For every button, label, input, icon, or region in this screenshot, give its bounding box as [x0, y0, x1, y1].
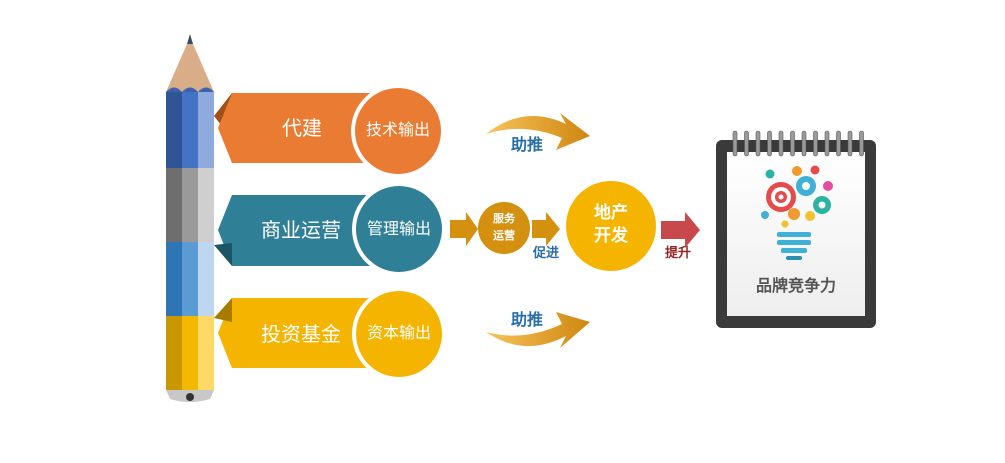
row-commercial-output: 管理输出 [366, 219, 431, 238]
service-line2: 运营 [493, 229, 515, 242]
ribbon-banner [218, 298, 372, 368]
row-fund-output: 资本输出 [366, 323, 431, 342]
push-label-bottom: 助推 [510, 310, 543, 329]
pencil-seg-2c [198, 168, 214, 242]
curved-arrow-top [486, 113, 590, 150]
pencil [166, 34, 214, 402]
service-line1: 服务 [493, 212, 515, 225]
pencil-seg-2a [166, 168, 182, 242]
ribbon-badge [356, 186, 442, 272]
card-ring [801, 130, 807, 157]
card-ring [847, 130, 853, 157]
row-daijian-label: 代建 [282, 116, 322, 140]
card-ring [755, 130, 761, 157]
push-label-top: 助推 [510, 135, 543, 154]
pencil-seg-3a [166, 242, 182, 316]
card-ring [767, 130, 772, 157]
service-circle [478, 202, 530, 254]
card-ring [859, 130, 864, 157]
card-ring [732, 130, 738, 157]
ribbon-fold [214, 298, 232, 322]
ribbon-banner [218, 93, 374, 163]
row-commercial-label: 商业运营 [261, 218, 341, 242]
pencil-end-dot [186, 393, 194, 401]
pencil-tip [166, 44, 214, 92]
card-ring [790, 130, 795, 157]
develop-circle [566, 181, 656, 271]
card-ring [824, 130, 830, 157]
row-daijian-output: 技术输出 [365, 120, 430, 139]
pencil-seg-4c [198, 316, 214, 390]
develop-line1: 地产 [594, 203, 628, 223]
card-rings [732, 130, 864, 157]
row-commercial [214, 182, 446, 276]
pencil-seg-4a [166, 316, 182, 390]
brand-card [716, 130, 876, 328]
pencil-lead [187, 34, 193, 44]
card-ring [744, 130, 749, 157]
curved-arrow-bottom [486, 312, 590, 348]
ribbon-badge [356, 291, 442, 377]
arrow-to-brand [661, 212, 700, 248]
pencil-seg-1b [182, 92, 198, 168]
pencil-seg-4b [182, 316, 198, 390]
lightbulb-gears-icon [761, 165, 833, 260]
card-ring [813, 130, 818, 157]
card-title: 品牌竞争力 [755, 276, 836, 295]
row-daijian [214, 84, 445, 178]
pencil-seg-3b [182, 242, 198, 316]
pencil-seg-2b [182, 168, 198, 242]
row-fund [214, 287, 446, 381]
pencil-seg-1c [198, 92, 214, 168]
promote-label: 促进 [532, 246, 559, 261]
row-fund-label: 投资基金 [261, 322, 341, 346]
pencil-seg-3c [198, 242, 214, 316]
arrow-to-service [450, 212, 478, 246]
ribbon-badge [355, 88, 441, 174]
develop-line2: 开发 [594, 226, 628, 246]
card-ring [836, 130, 841, 157]
arrow-to-develop [532, 212, 560, 246]
ribbon-fold [214, 243, 232, 266]
pencil-seg-1a [166, 92, 182, 168]
ribbon-banner [218, 195, 372, 266]
raise-label: 提升 [664, 246, 691, 261]
card-ring [778, 130, 784, 157]
